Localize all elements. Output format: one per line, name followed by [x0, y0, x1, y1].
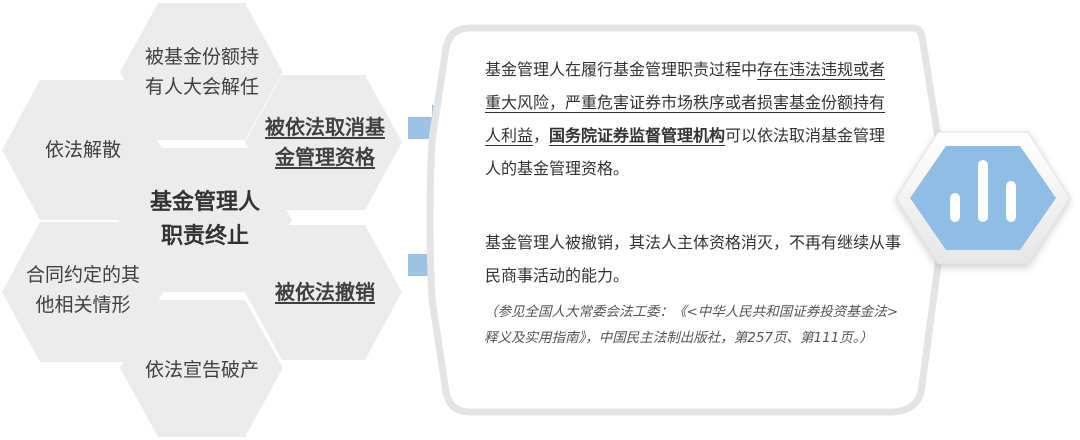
hex-top [120, 3, 283, 140]
explanation-first-authority: 国务院证券监督管理机构 [549, 126, 726, 145]
hex-revoke-qualification [245, 75, 402, 210]
hex-bottom-text: 依法宣告破产 [144, 359, 259, 381]
explanation-first: 基金管理人在履行基金管理职责过程中存在违法违规或者重大风险，严重危害证券市场秩序… [485, 53, 897, 185]
hex-revoked-text: 被依法撤销 [275, 280, 375, 304]
hex-revoked [245, 225, 402, 360]
hex-revoke-qualification-label: 被依法取消基金管理资格 [263, 110, 387, 174]
explanation-first-comma: ， [533, 126, 550, 145]
hex-left-upper [2, 80, 163, 220]
hex-center-text: 基金管理人职责终止 [149, 190, 260, 249]
hex-center-label: 基金管理人职责终止 [145, 185, 265, 255]
explanation-first-tail: 可以依法取消基金管理人的基金管理资格。 [485, 126, 886, 178]
explanation-second-text: 基金管理人被撤销，其法人主体资格消灭，不再有继续从事民商事活动的能力。 [485, 233, 902, 285]
explanation-second: 基金管理人被撤销，其法人主体资格消灭，不再有继续从事民商事活动的能力。 [485, 226, 903, 292]
bar-chart-icon [950, 160, 1016, 222]
hex-left-upper-label: 依法解散 [22, 120, 144, 180]
explanation-first-underlined: 存在违法违规或者重大风险，严重危害证券市场秩序或者损害基金份额持有人利益 [485, 60, 886, 145]
hex-revoked-label: 被依法撤销 [258, 272, 392, 312]
hex-top-text: 被基金份额持有人大会解任 [144, 46, 259, 98]
hex-bottom [120, 300, 283, 437]
hex-left-lower [2, 222, 163, 362]
explanation-first-lead: 基金管理人在履行基金管理职责过程中 [485, 60, 758, 79]
hex-left-upper-text: 依法解散 [44, 139, 121, 161]
hex-revoke-qualification-text: 被依法取消基金管理资格 [265, 115, 385, 169]
hex-center [118, 148, 292, 292]
citation-note: （参见全国人大常委会法工委：《<中华人民共和国证券投资基金法>释义及实用指南》，… [484, 299, 904, 351]
hex-left-lower-text: 合同约定的其他相关情形 [25, 264, 140, 316]
hex-top-label: 被基金份额持有人大会解任 [140, 40, 264, 104]
hex-bottom-label: 依法宣告破产 [130, 350, 274, 390]
hex-left-lower-label: 合同约定的其他相关情形 [20, 258, 146, 322]
citation-text: （参见全国人大常委会法工委：《<中华人民共和国证券投资基金法>释义及实用指南》，… [484, 304, 899, 346]
